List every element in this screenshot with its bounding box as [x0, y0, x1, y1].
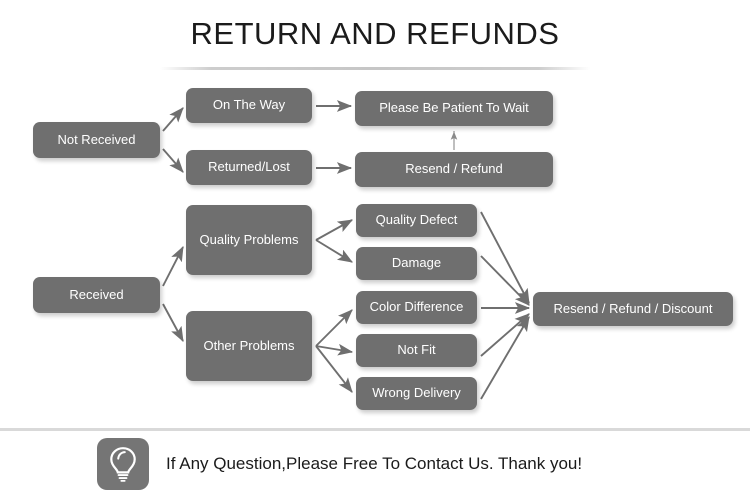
- page-title: RETURN AND REFUNDS: [190, 16, 560, 51]
- node-resend-refund-discount[interactable]: Resend / Refund / Discount: [533, 292, 733, 326]
- edge-wrong-delivery-final: [480, 316, 530, 400]
- node-received[interactable]: Received: [33, 277, 160, 313]
- title-divider: [160, 67, 590, 70]
- edge-received-other-problems: [162, 303, 184, 343]
- edge-not-received-on-the-way: [162, 107, 184, 132]
- node-color-difference[interactable]: Color Difference: [356, 291, 477, 324]
- edge-quality-defect-final: [480, 211, 530, 305]
- node-damage[interactable]: Damage: [356, 247, 477, 280]
- lightbulb-icon: [97, 438, 149, 490]
- footer-contact-bar: If Any Question,Please Free To Contact U…: [97, 437, 582, 491]
- node-returned-lost[interactable]: Returned/Lost: [186, 150, 312, 185]
- footer-message: If Any Question,Please Free To Contact U…: [166, 454, 583, 473]
- edge-other-problems-wrong-delivery: [315, 345, 353, 393]
- edge-quality-problems-damage: [315, 239, 353, 263]
- node-on-the-way[interactable]: On The Way: [186, 88, 312, 123]
- edge-not-received-returned-lost: [162, 148, 184, 173]
- node-quality-problems[interactable]: Quality Problems: [186, 205, 312, 275]
- edge-damage-final: [480, 255, 530, 306]
- node-not-received[interactable]: Not Received: [33, 122, 160, 158]
- footer-divider: [0, 428, 750, 431]
- edge-other-problems-not-fit: [315, 343, 354, 356]
- node-resend-refund[interactable]: Resend / Refund: [355, 152, 553, 187]
- edge-not-fit-final: [480, 313, 530, 357]
- node-other-problems[interactable]: Other Problems: [186, 311, 312, 381]
- node-wrong-delivery[interactable]: Wrong Delivery: [356, 377, 477, 410]
- edge-quality-problems-quality-defect: [315, 219, 353, 241]
- node-please-be-patient-to-wait[interactable]: Please Be Patient To Wait: [355, 91, 553, 126]
- node-quality-defect[interactable]: Quality Defect: [356, 204, 477, 237]
- edge-received-quality-problems: [162, 245, 184, 287]
- node-not-fit[interactable]: Not Fit: [356, 334, 477, 367]
- edge-other-problems-color-difference: [315, 309, 353, 347]
